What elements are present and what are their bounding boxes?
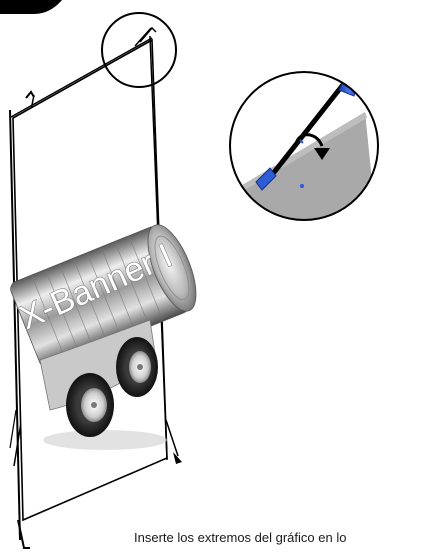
instruction-caption: Inserte los extremos del gráfico en lo [134,530,434,545]
corner-tab-icon [0,0,62,14]
wheel-back [116,337,158,397]
detail-callout [230,68,378,240]
wheel-front [66,373,114,437]
